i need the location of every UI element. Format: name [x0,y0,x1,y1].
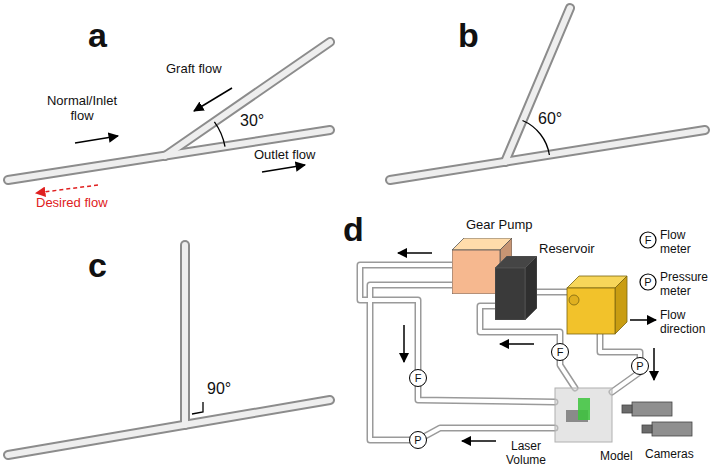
box-front [495,268,525,320]
legend-text: Flow meter [660,229,712,257]
desired-flow-arrow [36,185,98,193]
box-side [525,256,537,320]
flow-arrow [398,252,432,254]
panel-letter: d [343,210,364,249]
flow-arrow [194,88,232,111]
equipment-box: Reservoir [495,256,537,320]
meter-symbol: F [551,343,569,361]
legend-symbol [640,232,656,248]
test-section [555,388,612,442]
tube-b [390,8,705,180]
legend-text: Pressure meter [660,271,712,299]
panel-letter: c [88,246,107,285]
box-front [452,250,500,294]
meter-symbol: P [631,357,649,375]
flow-arrow [653,348,655,380]
meter-letter: F [415,372,422,385]
label: 90° [207,380,231,398]
meter-letter: P [636,360,643,373]
label: Model [600,450,633,464]
camera [622,402,692,436]
equipment-label: Gear Pump [466,218,532,233]
label: F [645,234,652,247]
flow-arrow [403,325,405,362]
meter-symbol: P [409,431,427,449]
label: Desired flow [36,196,108,211]
flow-arrow [462,440,496,442]
panel-letter: b [458,16,479,55]
flow-arrow [500,343,534,345]
legend-text: Flow direction [660,309,712,337]
flow-arrow [262,165,305,172]
meter-letter: P [414,434,421,447]
label: Outlet flow [254,148,315,163]
legend-symbol [640,274,656,290]
label: Graft flow [166,62,222,77]
right-angle-mark [192,402,203,414]
label: P [644,276,651,289]
box-outline [495,256,537,320]
label: Normal/Inlet flow [36,94,128,124]
laser-volume [578,398,590,420]
label: Cameras [645,448,694,462]
panel-letter: a [88,16,107,55]
meter-letter: F [557,346,564,359]
tube-a [8,42,330,180]
meter-symbol: F [409,369,427,387]
tube-c [8,245,330,455]
label: 60° [538,110,562,128]
label: Laser Volume [500,440,552,468]
gear-pump-yellow [567,276,627,334]
legend-symbol [630,319,656,321]
label: 30° [240,112,264,130]
equipment-label: Reservoir [539,242,595,257]
angle-arc [214,122,225,147]
flow-arrow [75,136,118,143]
